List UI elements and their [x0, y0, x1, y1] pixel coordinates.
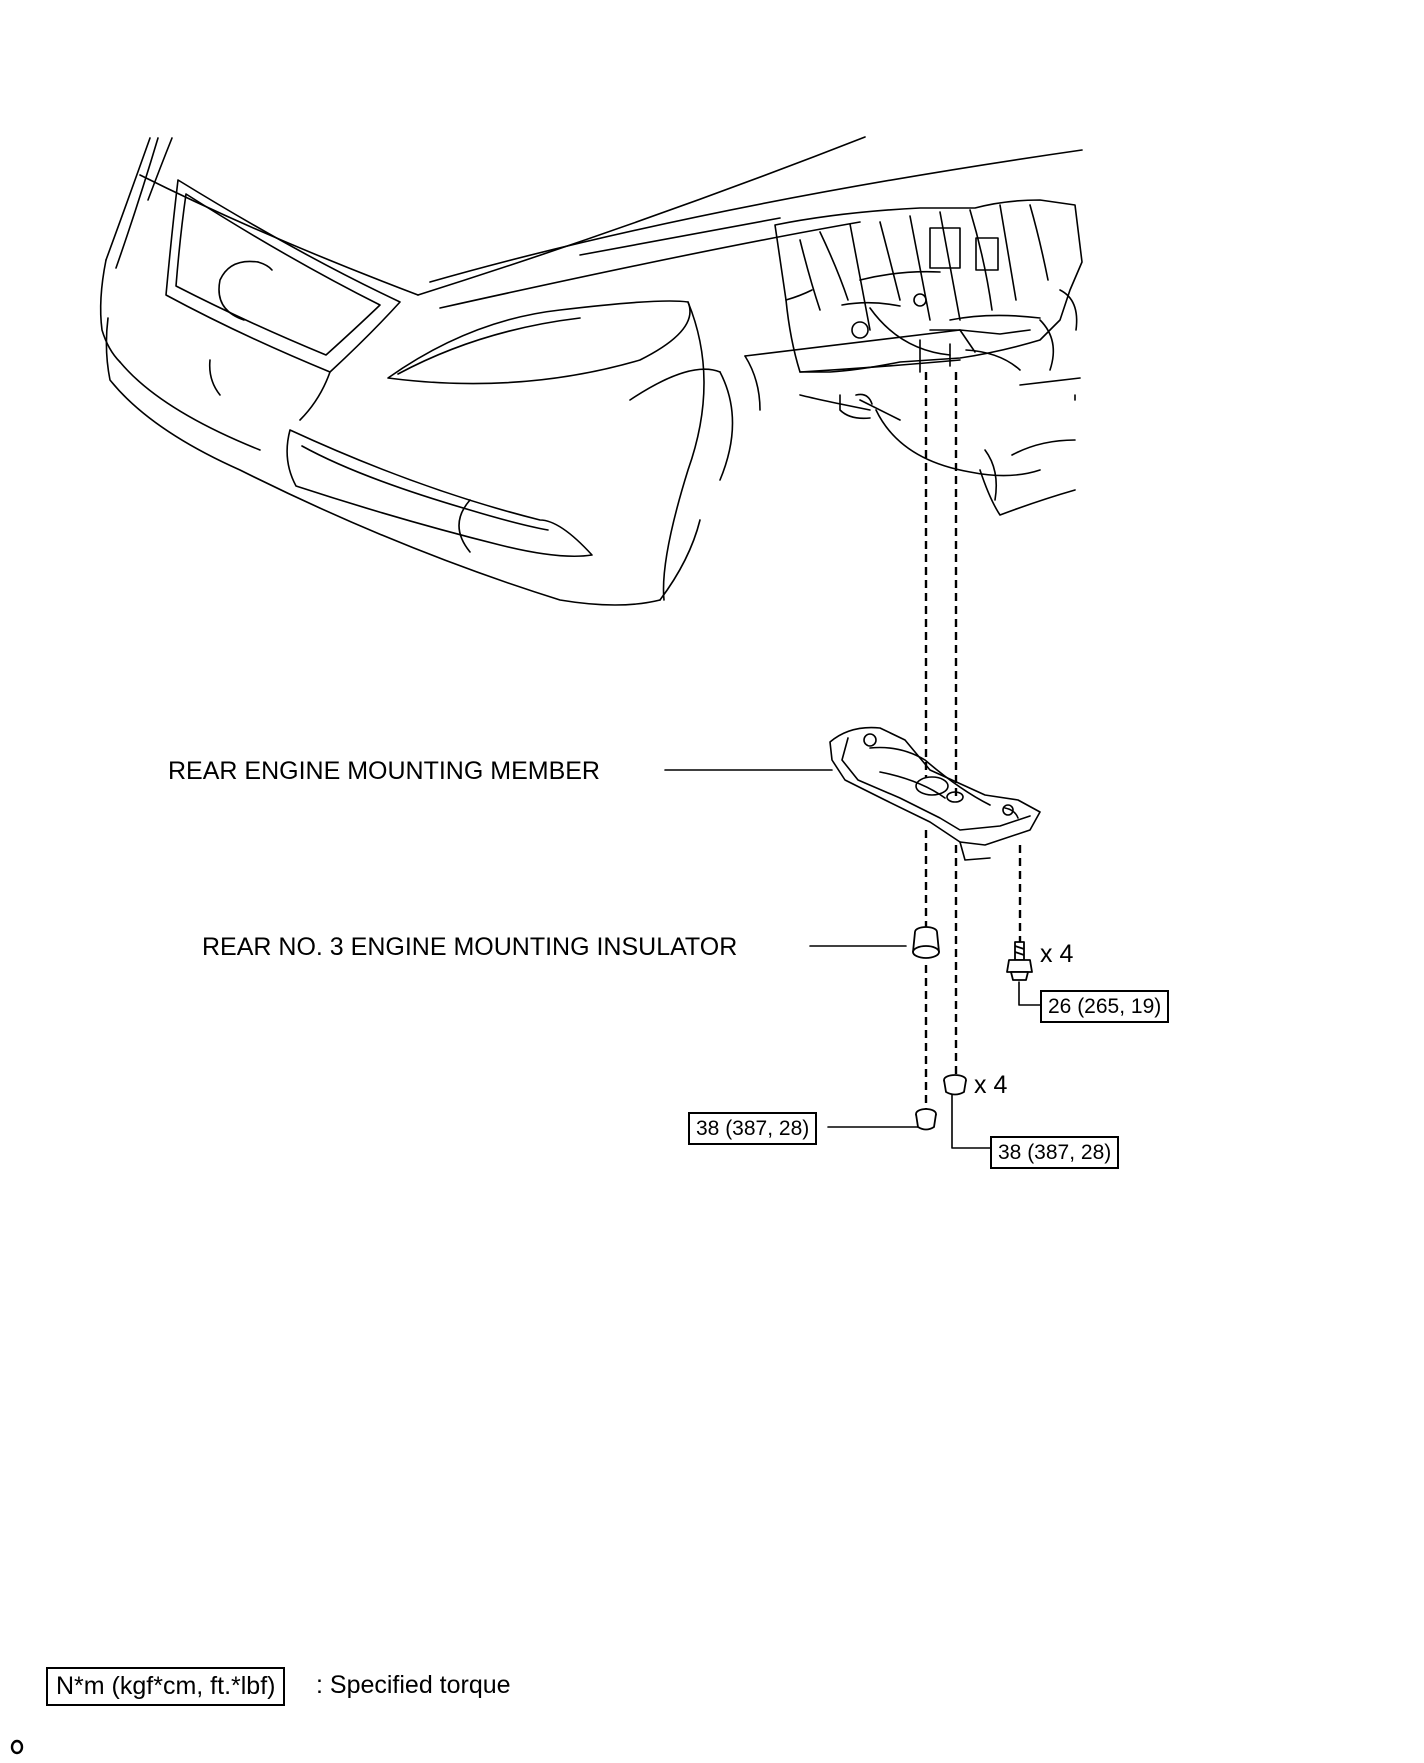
insulator-label: REAR NO. 3 ENGINE MOUNTING INSULATOR [202, 933, 738, 961]
member-label: REAR ENGINE MOUNTING MEMBER [168, 757, 600, 785]
vehicle-floor-section [799, 359, 1081, 516]
insulator-nut-torque-box: 38 (387, 28) [688, 1112, 818, 1145]
transmission-assembly [774, 199, 1083, 373]
corner-mark-icon [10, 1739, 24, 1755]
vehicle-body-outline [99, 136, 1083, 606]
alignment-lines [924, 372, 1022, 1112]
bolt-torque-leader [1018, 981, 1041, 1006]
legend-torque-unit-box: N*m (kgf*cm, ft.*lbf) [46, 1667, 286, 1706]
nut-icon [943, 1074, 967, 1096]
bolt-icon [1006, 941, 1033, 981]
rear-engine-mounting-member [829, 726, 1041, 861]
nut-torque-leader [951, 1091, 991, 1149]
insulator-nut-icon [915, 1108, 937, 1131]
nut-torque-box: 38 (387, 28) [990, 1136, 1120, 1169]
bolt-torque-box: 26 (265, 19) [1040, 990, 1170, 1023]
bolt-quantity-label: x 4 [1040, 940, 1074, 968]
nut-quantity-label: x 4 [974, 1071, 1008, 1099]
legend-text: : Specified torque [316, 1671, 511, 1699]
insulator-icon [912, 926, 940, 959]
